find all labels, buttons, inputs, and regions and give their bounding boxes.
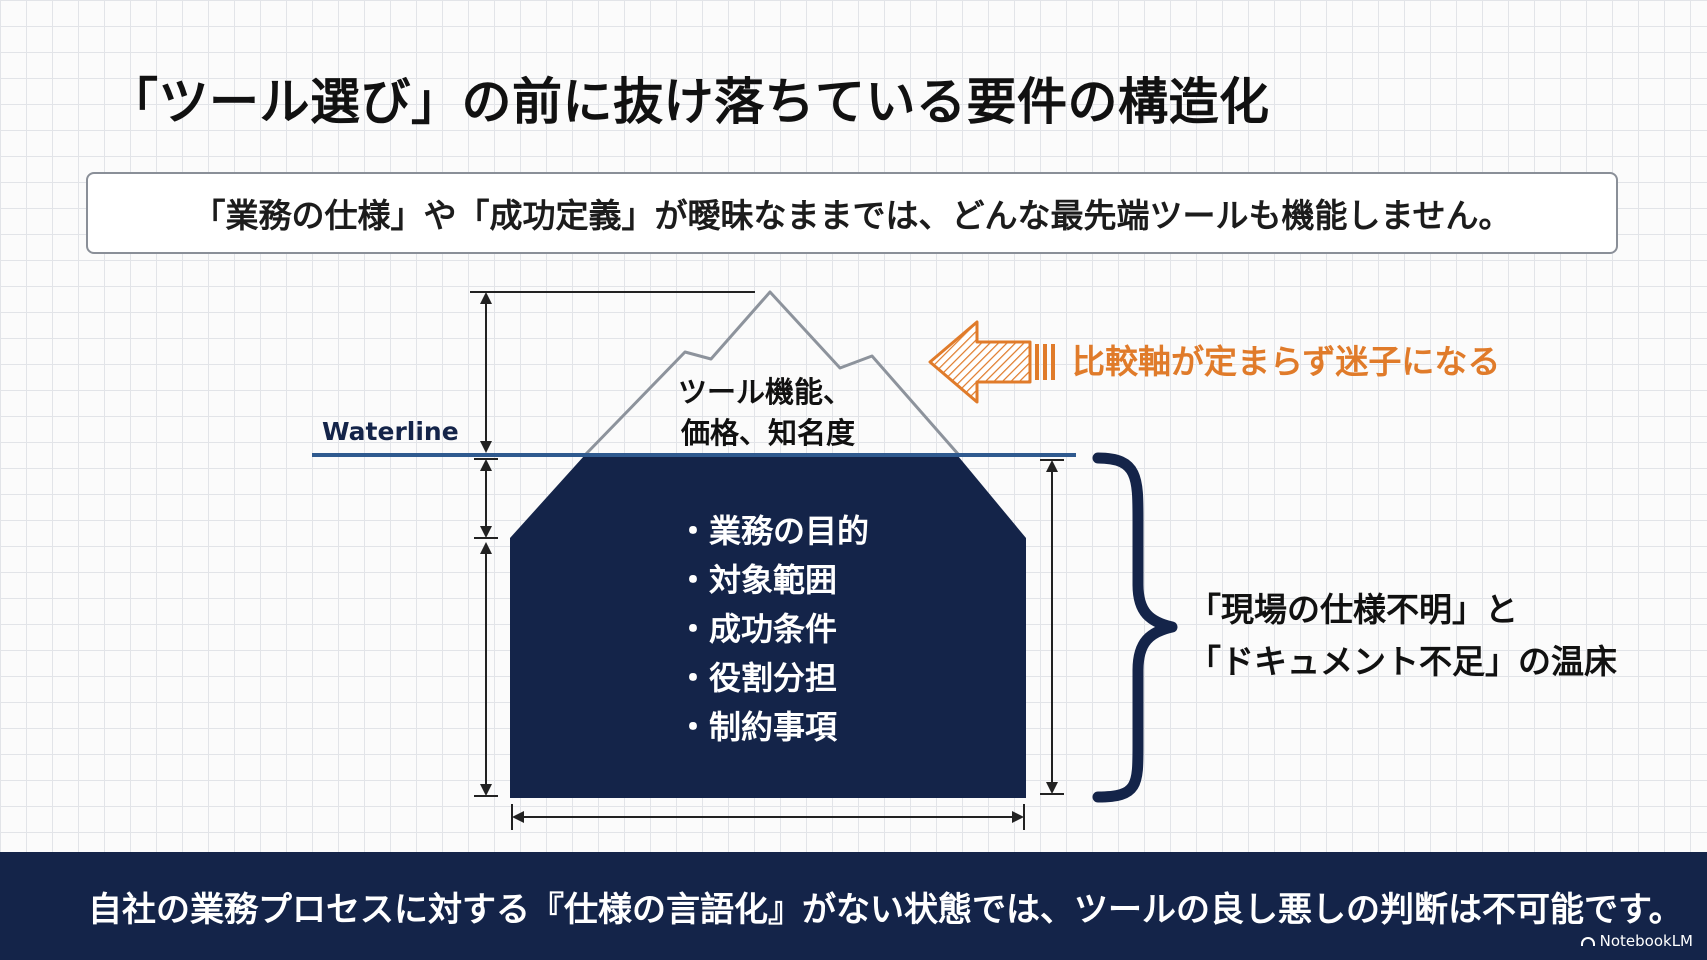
hidden-item-scope: ・対象範囲: [677, 561, 837, 599]
footer-banner: 自社の業務プロセスに対する『仕様の言語化』がない状態では、ツールの良し悪しの判断…: [0, 852, 1707, 960]
hidden-item-constraints: ・制約事項: [677, 708, 838, 746]
hidden-item-roles: ・役割分担: [677, 659, 837, 697]
iceberg-tip-outline: [584, 290, 960, 456]
brace-label-line-1: 「現場の仕様不明」と: [1188, 590, 1518, 629]
brace-label-line-2: 「ドキュメント不足」の温床: [1188, 642, 1617, 681]
left-arrow-icon: [928, 320, 1055, 404]
notebooklm-badge: NotebookLM: [1580, 932, 1693, 950]
subtitle-box: 「業務の仕様」や「成功定義」が曖昧なままでは、どんな最先端ツールも機能しません。: [86, 172, 1618, 254]
waterline-label: Waterline: [322, 417, 459, 446]
dimension-arrow-above-water: [480, 292, 492, 453]
subtitle-text: 「業務の仕様」や「成功定義」が曖昧なままでは、どんな最先端ツールも機能しません。: [192, 196, 1512, 235]
slide-title: 「ツール選び」の前に抜け落ちている要件の構造化: [108, 73, 1270, 131]
dimension-arrow-bottom: [511, 804, 1025, 830]
iceberg-tip-line-1: ツール機能、: [678, 375, 852, 409]
iceberg-diagram: Waterline ツール機能、 価格、知名度 ・業務の目的 ・対象範囲 ・成功…: [312, 290, 1617, 830]
notebooklm-logo-icon: [1580, 936, 1595, 946]
arrow-label: 比較軸が定まらず迷子になる: [1072, 342, 1500, 381]
curly-brace: [1092, 452, 1178, 803]
hidden-item-success-criteria: ・成功条件: [677, 610, 837, 648]
dimension-arrow-shoulder: [474, 458, 498, 539]
footer-text: 自社の業務プロセスに対する『仕様の言語化』がない状態では、ツールの良し悪しの判断…: [88, 889, 1683, 930]
iceberg-underwater-body: [510, 456, 1026, 798]
hidden-item-purpose: ・業務の目的: [677, 512, 869, 550]
iceberg-tip-line-2: 価格、知名度: [680, 416, 855, 450]
notebooklm-label: NotebookLM: [1599, 932, 1693, 950]
dimension-arrow-body: [474, 542, 498, 797]
dimension-arrow-right: [1040, 459, 1064, 795]
